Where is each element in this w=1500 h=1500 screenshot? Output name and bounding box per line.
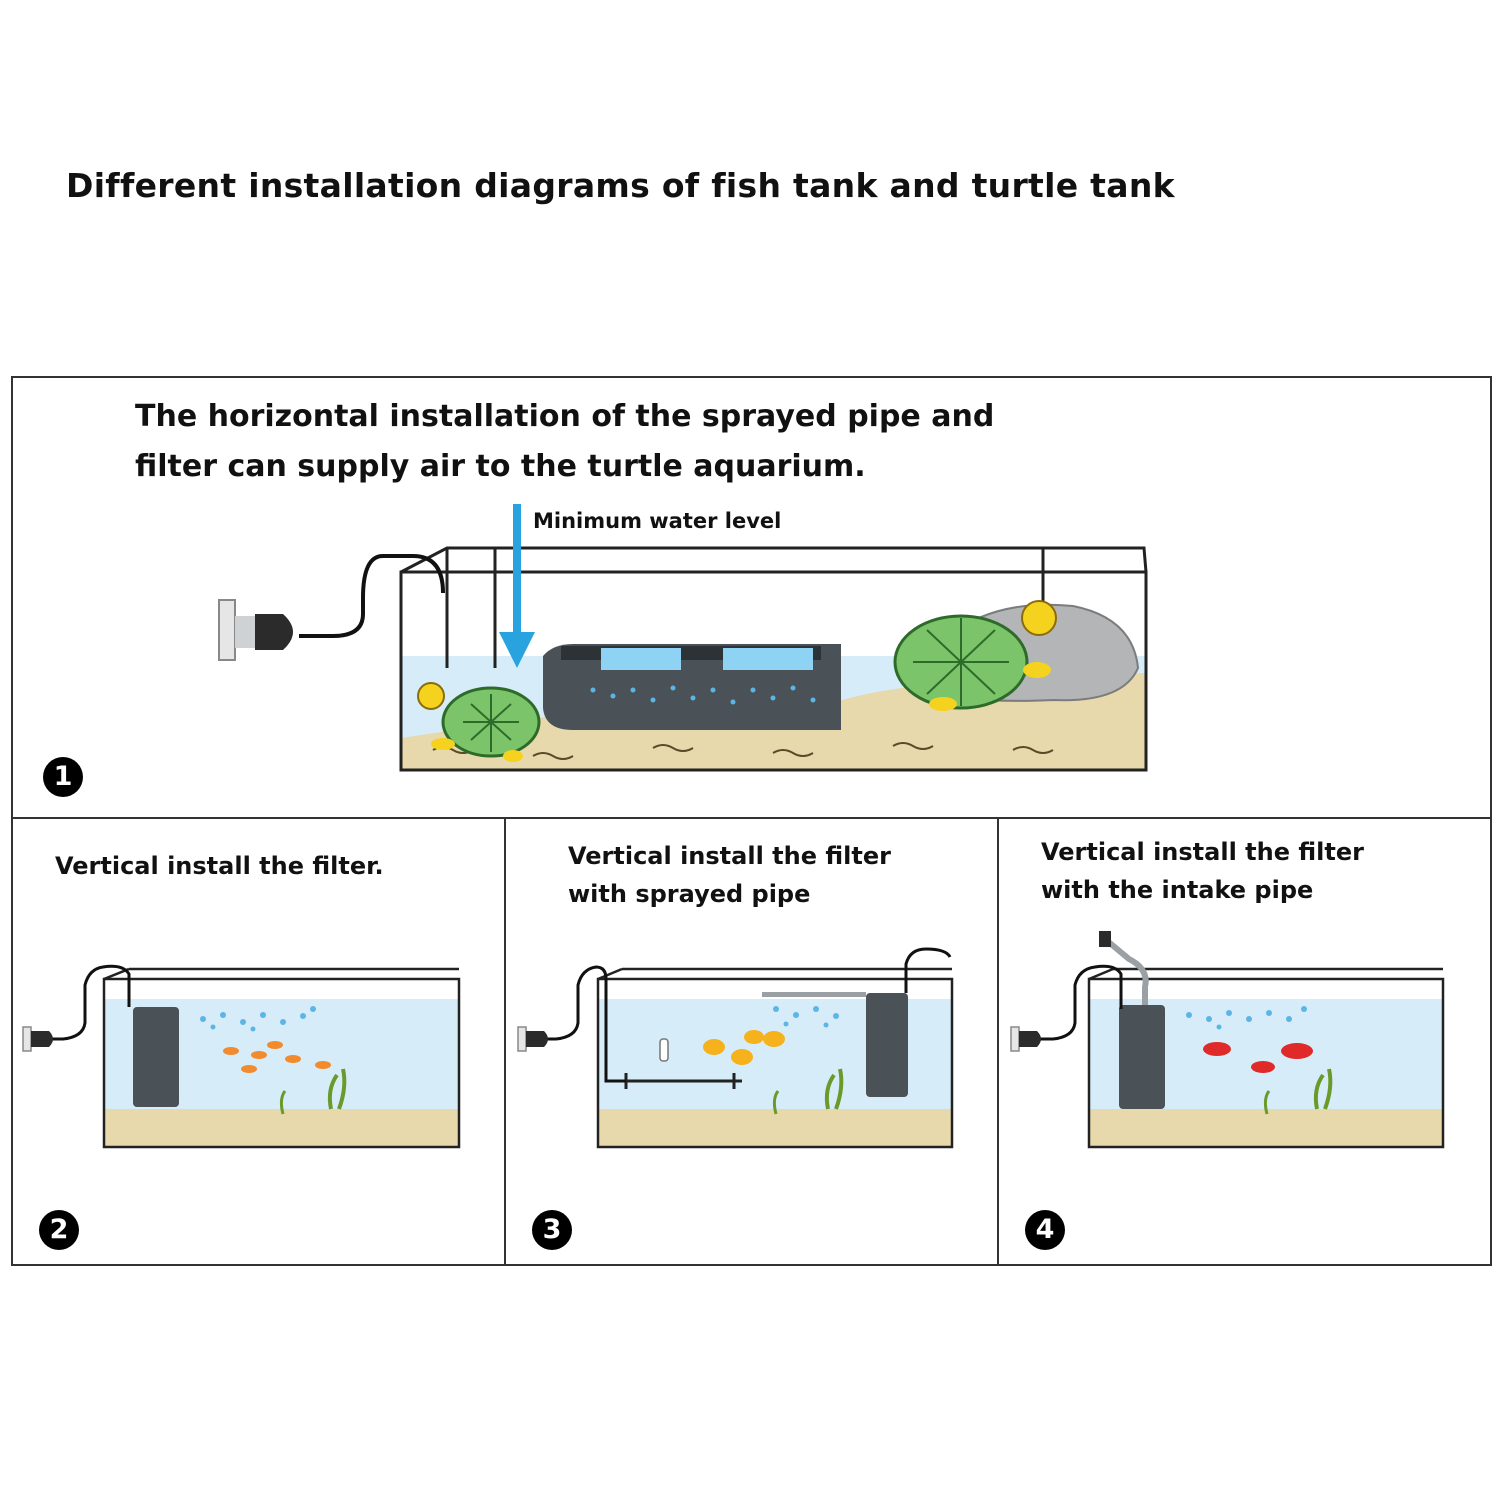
vertical-filter xyxy=(133,1007,179,1107)
horizontal-filter xyxy=(543,644,841,730)
step-number-badge: 2 xyxy=(39,1210,79,1250)
caption-line: with sprayed pipe xyxy=(568,880,811,908)
power-cord xyxy=(1031,964,1123,1041)
power-plug xyxy=(22,1026,53,1052)
vertical-filter xyxy=(1119,1005,1165,1109)
plant xyxy=(327,1068,347,1110)
power-plug xyxy=(517,1026,548,1052)
fish-tank-illustration xyxy=(22,964,461,1149)
vertical-filter xyxy=(866,993,908,1097)
power-cord xyxy=(536,965,626,1083)
turtle-tank-illustration xyxy=(218,504,1148,772)
step-number-badge: 1 xyxy=(43,757,83,797)
panel-caption: Vertical install the filter. xyxy=(55,847,384,885)
fish-group xyxy=(1203,1042,1313,1073)
power-plug xyxy=(1010,1026,1041,1052)
bubbles xyxy=(1186,1006,1307,1030)
panel-caption: Vertical install the filter with the int… xyxy=(1041,833,1364,909)
plant xyxy=(1313,1068,1333,1110)
tank-frame xyxy=(399,546,1148,772)
power-cord xyxy=(299,554,445,638)
caption-line: with the intake pipe xyxy=(1041,876,1314,904)
fish-tank-illustration xyxy=(517,947,954,1149)
minimum-water-level-label: Minimum water level xyxy=(533,509,782,533)
fish-tank-illustration xyxy=(1010,931,1445,1149)
sand-texture xyxy=(432,742,1054,760)
page-title: Different installation diagrams of fish … xyxy=(66,166,1175,205)
caption-line: filter can supply air to the turtle aqua… xyxy=(135,449,866,484)
panel-caption: Vertical install the filter with sprayed… xyxy=(568,837,891,913)
intake-pipe xyxy=(1103,936,1149,1005)
sprayed-pipe xyxy=(762,992,866,997)
turtle-large xyxy=(893,600,1057,711)
caption-line: Vertical install the filter xyxy=(568,842,891,870)
turtle-small xyxy=(417,682,541,762)
panel-horizontal-install: The horizontal installation of the spray… xyxy=(11,376,1492,819)
spray-holes xyxy=(601,648,813,670)
caption-line: Vertical install the filter xyxy=(1041,838,1364,866)
fish-group xyxy=(703,1030,785,1065)
panel-vertical-filter-sprayed-pipe: Vertical install the filter with sprayed… xyxy=(504,817,999,1266)
bubbles xyxy=(200,1006,316,1032)
panel-vertical-filter-intake-pipe: Vertical install the filter with the int… xyxy=(997,817,1492,1266)
power-plug xyxy=(218,599,293,661)
caption-line: Vertical install the filter. xyxy=(55,852,384,880)
step-number-badge: 3 xyxy=(532,1210,572,1250)
caption-line: The horizontal installation of the spray… xyxy=(135,399,995,434)
fish-group xyxy=(223,1041,331,1073)
water-level-arrow xyxy=(499,504,535,668)
plant xyxy=(824,1068,844,1110)
filter-dots xyxy=(590,685,816,705)
panel-vertical-filter: Vertical install the filter. 2 xyxy=(11,817,506,1266)
bubbles xyxy=(773,1006,839,1028)
step-number-badge: 4 xyxy=(1025,1210,1065,1250)
panel-caption: The horizontal installation of the spray… xyxy=(135,392,994,492)
power-cord xyxy=(43,964,131,1041)
